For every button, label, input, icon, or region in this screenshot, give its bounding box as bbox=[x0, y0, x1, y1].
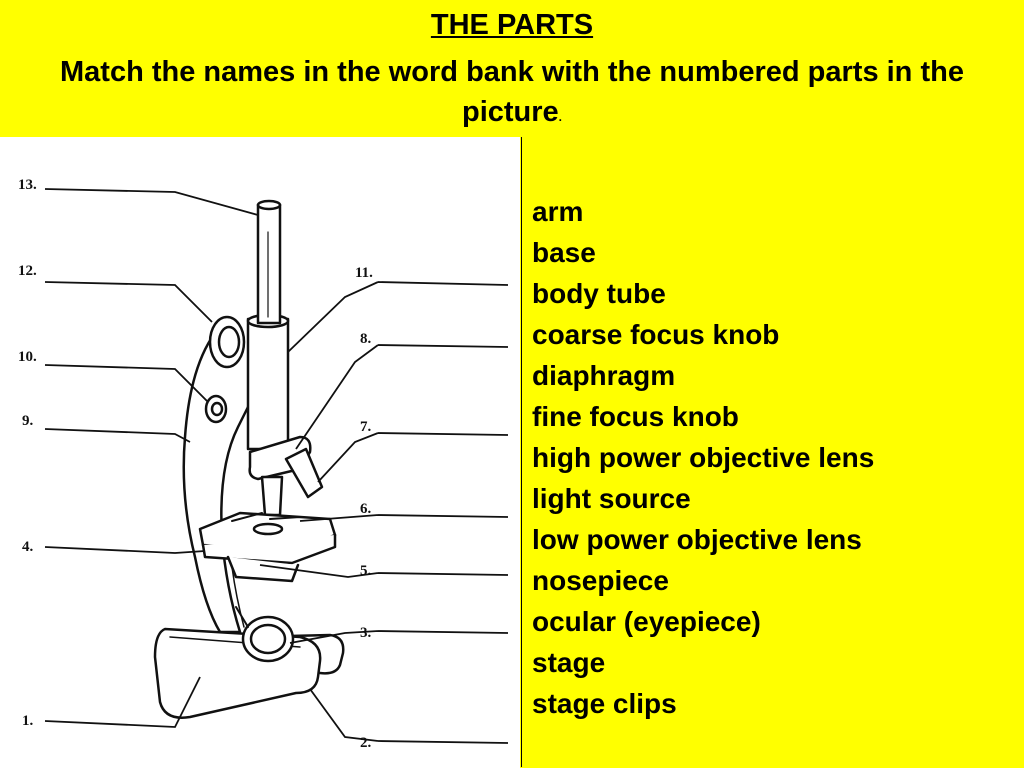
word-bank-item: low power objective lens bbox=[532, 524, 862, 555]
body-tube-shape bbox=[246, 317, 290, 451]
label-4: 4. bbox=[22, 539, 34, 555]
leader-2 bbox=[309, 688, 509, 744]
leader-6 bbox=[299, 514, 509, 522]
label-13: 13. bbox=[18, 177, 37, 193]
word-bank-item: arm bbox=[532, 196, 584, 227]
high-power-objective-shape bbox=[284, 447, 324, 499]
word-bank-item: stage bbox=[532, 647, 606, 678]
word-bank-item: high power objective lens bbox=[532, 442, 875, 473]
instruction-main: Match the names in the word bank with th… bbox=[60, 56, 964, 128]
leader-1 bbox=[44, 676, 201, 728]
word-bank-item: diaphragm bbox=[532, 360, 676, 391]
leader-5 bbox=[259, 564, 509, 578]
leader-12 bbox=[44, 281, 213, 323]
leader-11 bbox=[287, 281, 509, 353]
word-bank-item: ocular (eyepiece) bbox=[532, 606, 761, 637]
word-bank-item: fine focus knob bbox=[532, 401, 739, 432]
microscope-diagram: 13. 12. 11. 10. 9. 8. 7. 6. 5. 4. 3. 2. … bbox=[0, 137, 520, 768]
arm-shape bbox=[182, 331, 250, 634]
label-1: 1. bbox=[22, 713, 34, 729]
label-10: 10. bbox=[18, 349, 37, 365]
stage-clips-shape bbox=[231, 512, 301, 522]
label-11: 11. bbox=[355, 265, 373, 281]
word-bank-item: body tube bbox=[532, 278, 666, 309]
label-8: 8. bbox=[360, 331, 372, 347]
header: THE PARTS Match the names in the word ba… bbox=[0, 0, 1024, 136]
leader-13 bbox=[44, 188, 259, 216]
label-12: 12. bbox=[18, 263, 37, 279]
label-9: 9. bbox=[22, 413, 34, 429]
diaphragm-shape bbox=[226, 555, 300, 583]
word-bank-item: coarse focus knob bbox=[532, 319, 780, 350]
instruction-period: . bbox=[558, 110, 563, 124]
word-bank-list: arm base body tube coarse focus knob dia… bbox=[532, 191, 874, 724]
label-5: 5. bbox=[360, 563, 372, 579]
page-title: THE PARTS bbox=[430, 9, 594, 41]
word-bank: arm base body tube coarse focus knob dia… bbox=[521, 137, 1024, 767]
word-bank-item: nosepiece bbox=[532, 565, 669, 596]
microscope-drawing: 13. 12. 11. 10. 9. 8. 7. 6. 5. 4. 3. 2. … bbox=[18, 177, 509, 751]
label-7: 7. bbox=[360, 419, 372, 435]
leader-4 bbox=[44, 546, 206, 554]
leader-7 bbox=[317, 432, 509, 483]
word-bank-item: stage clips bbox=[532, 688, 677, 719]
label-2: 2. bbox=[360, 735, 372, 751]
word-bank-item: light source bbox=[532, 483, 691, 514]
leader-9 bbox=[44, 428, 191, 443]
label-3: 3. bbox=[360, 625, 372, 641]
label-6: 6. bbox=[360, 501, 372, 517]
instruction-text: Match the names in the word bank with th… bbox=[60, 52, 964, 137]
word-bank-item: base bbox=[532, 237, 596, 268]
leader-10 bbox=[44, 364, 209, 403]
leader-3 bbox=[289, 630, 509, 644]
ocular-shape bbox=[256, 203, 282, 325]
fine-focus-knob-shape bbox=[204, 394, 228, 424]
leader-8 bbox=[295, 344, 509, 450]
low-power-objective-shape bbox=[260, 475, 284, 517]
